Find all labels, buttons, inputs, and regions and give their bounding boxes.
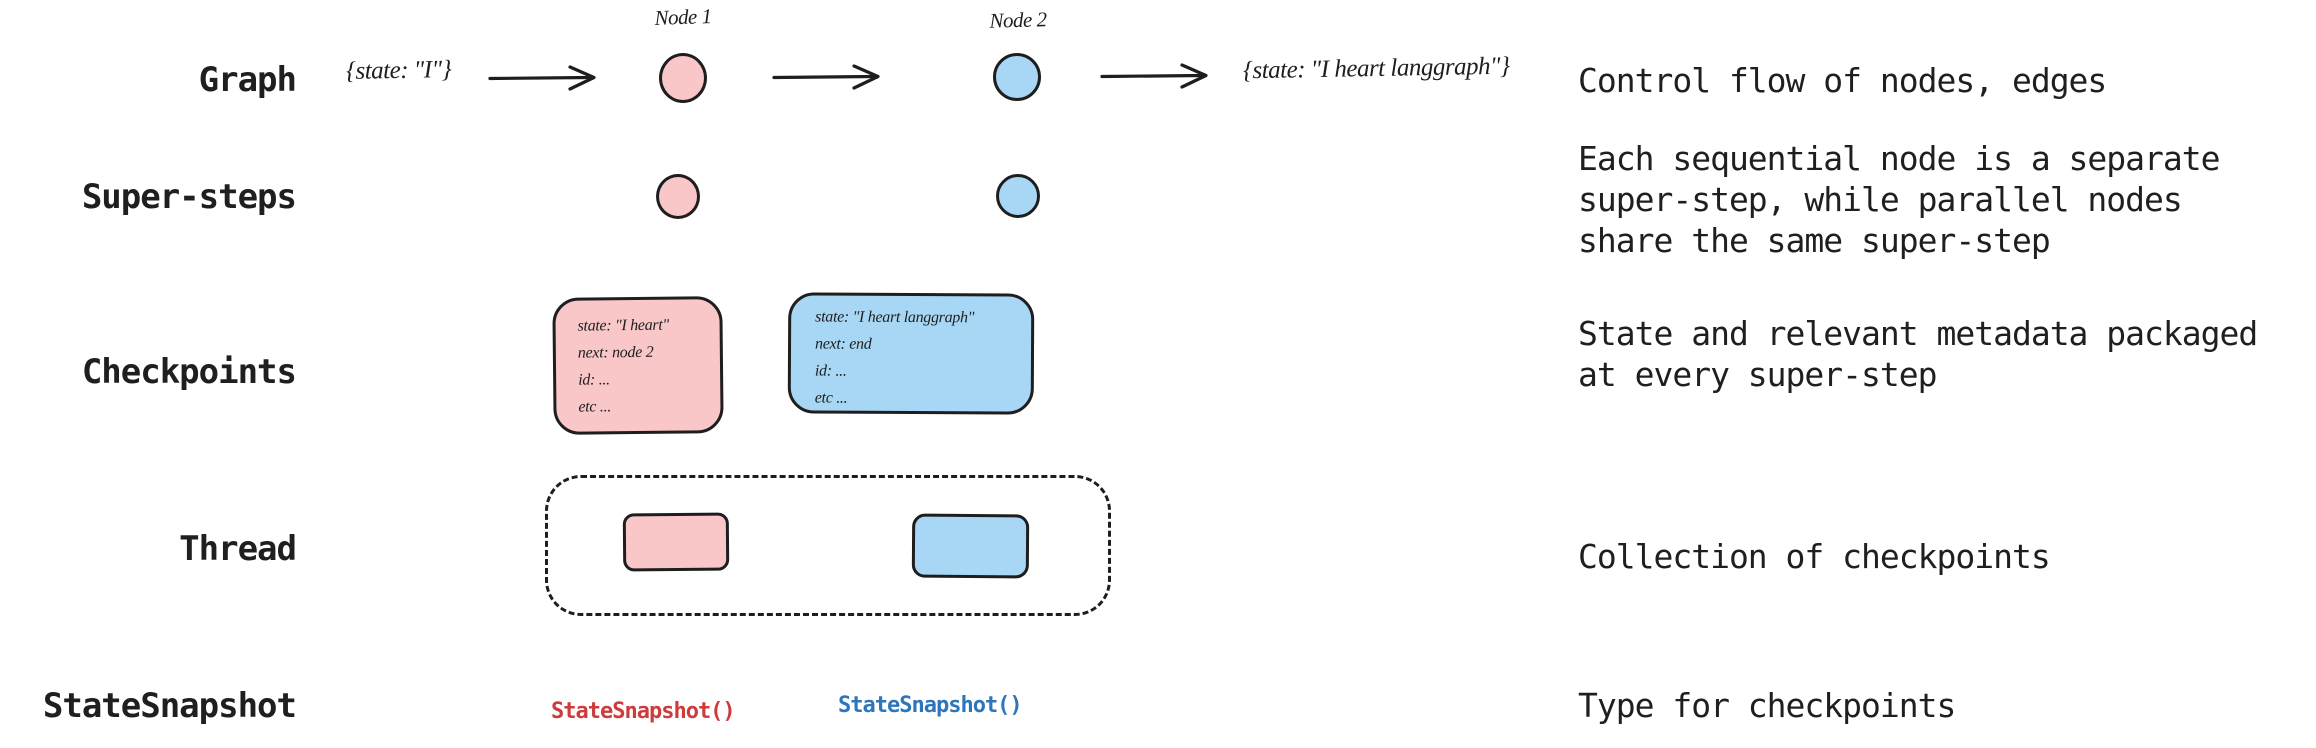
checkpoint-blue-line: state: "I heart langgraph"	[815, 308, 975, 327]
checkpoint-pink-line: state: "I heart"	[577, 316, 669, 335]
row-label-checkpoints: Checkpoints	[81, 352, 297, 392]
super-step-node1-circle	[656, 174, 700, 219]
thread-dashed-box	[545, 475, 1111, 616]
super-steps-description-line: share the same super-step	[1578, 221, 2051, 260]
thread-description: Collection of checkpoints	[1578, 537, 2051, 576]
checkpoint-blue-line: id: ...	[814, 362, 847, 380]
arrow-right-icon-1	[488, 65, 596, 91]
checkpoint-blue-line: etc ...	[814, 389, 848, 407]
thread-checkpoint-blue	[911, 513, 1030, 579]
checkpoint-blue-line: next: end	[815, 335, 872, 353]
graph-output-state: {state: "I heart langgraph"}	[1242, 52, 1510, 85]
graph-input-state: {state: "I"}	[345, 56, 452, 85]
checkpoints-description: State and relevant metadata packaged at …	[1578, 313, 2258, 395]
checkpoints-description-line: State and relevant metadata packaged	[1578, 314, 2258, 353]
super-steps-description: Each sequential node is a separate super…	[1578, 138, 2221, 261]
graph-description: Control flow of nodes, edges	[1578, 61, 2107, 100]
statesnapshot-pink-code: StateSnapshot()	[551, 699, 736, 724]
arrow-right-icon-2	[772, 64, 880, 90]
row-label-statesnapshot: StateSnapshot	[42, 686, 297, 726]
arrow-right-icon-3	[1100, 63, 1208, 89]
row-label-graph: Graph	[198, 60, 297, 100]
checkpoint-pink-line: id: ...	[578, 371, 610, 389]
checkpoints-description-line: at every super-step	[1578, 355, 1938, 394]
super-step-node2-circle	[996, 174, 1040, 218]
node2-circle	[993, 53, 1041, 101]
node1-circle	[659, 53, 707, 103]
node2-label: Node 2	[989, 7, 1047, 33]
checkpoint-pink-box: state: "I heart" next: node 2 id: ... et…	[552, 296, 724, 435]
checkpoint-blue-box: state: "I heart langgraph" next: end id:…	[787, 292, 1035, 415]
row-label-thread: Thread	[179, 529, 297, 569]
checkpoint-pink-line: next: node 2	[577, 343, 654, 362]
thread-checkpoint-pink	[622, 512, 730, 572]
statesnapshot-blue-code: StateSnapshot()	[838, 693, 1023, 718]
super-steps-description-line: super-step, while parallel nodes	[1578, 180, 2183, 219]
row-label-super-steps: Super-steps	[81, 177, 297, 217]
super-steps-description-line: Each sequential node is a separate	[1578, 139, 2221, 178]
checkpoint-pink-line: etc ...	[578, 398, 612, 416]
statesnapshot-description: Type for checkpoints	[1578, 686, 1956, 725]
node1-label: Node 1	[654, 4, 712, 30]
